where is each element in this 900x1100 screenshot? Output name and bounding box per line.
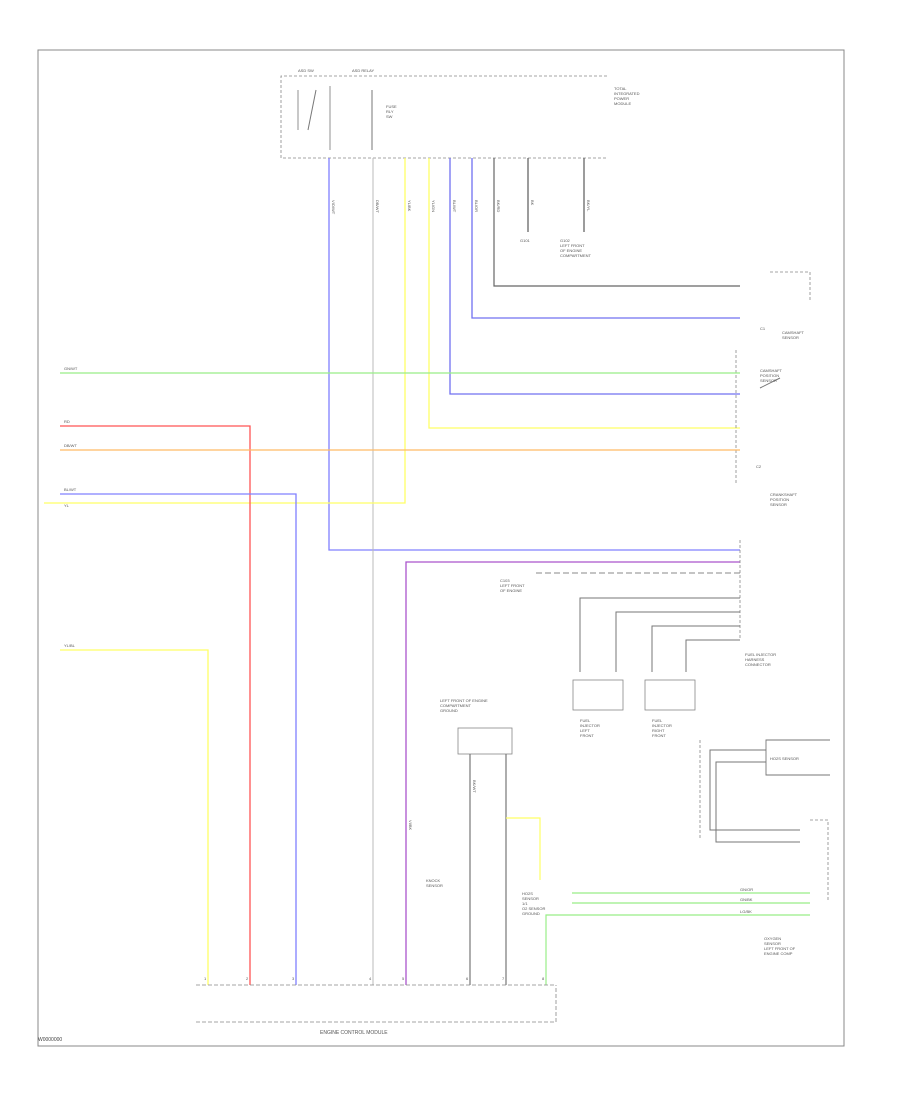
pin-5: 5 [402, 976, 405, 981]
wire-green-c-tag: GN/BK [740, 897, 753, 902]
wire-green-b-tag: GN/OR [740, 887, 753, 892]
engine-control-module: ENGINE CONTROL MODULE [196, 984, 557, 1036]
wire-black-b-tag: BK/WT [472, 780, 477, 793]
fuel-injector-left [572, 679, 624, 711]
wire-injector-b2 [685, 639, 740, 672]
o2-sensor-outline [810, 819, 829, 900]
wire-ground-tag: BK [530, 200, 535, 206]
top-switch-a [307, 89, 317, 131]
pin-4: 4 [369, 976, 372, 981]
camshaft-sensor-outline [770, 271, 811, 300]
wire-yellow-c [60, 649, 209, 985]
wire-yellow-d-label: YL/BL [64, 643, 76, 648]
wire-red-label: RD [64, 419, 70, 424]
pcm-bottom-border [196, 985, 557, 1023]
fuel-injector-right [644, 679, 696, 711]
right-conn-a: C1 [760, 326, 766, 331]
wire-injector-a2 [615, 611, 740, 672]
wire-ho2s-a [709, 749, 800, 831]
wire-blue-c-label: BL/WT [64, 487, 77, 492]
wire-injector-a1 [579, 597, 740, 672]
wire-yellow-a [44, 158, 406, 504]
wire-purple [405, 561, 740, 985]
wire-ho2s-b [715, 761, 800, 843]
top-block-outline [280, 75, 607, 159]
top-switch-a-label: ASD SW [298, 68, 314, 73]
wire-green-label: GN/WT [64, 366, 78, 371]
ho2s-sensor-bracket [765, 739, 830, 776]
pin-1: 1 [204, 976, 207, 981]
wire-red [60, 425, 251, 985]
wire-yellow-a-tag: YL/BK [407, 200, 412, 212]
pin-8: 8 [542, 976, 545, 981]
ground-a-label: G101 [520, 238, 531, 243]
right-switch-blade [759, 377, 781, 389]
wire-injector-b1 [651, 625, 740, 672]
wire-tag-group: VIO/WT DB/WT YL/BK YL/GN BL/WT BL/OR BK/… [331, 200, 753, 914]
page-id: W0000000 [38, 1037, 63, 1043]
wire-violet-tag: VIO/WT [331, 200, 336, 215]
wire-orange-label: DB/WT [64, 443, 77, 448]
wire-green-d-tag: LG/BK [740, 909, 752, 914]
left-wire-group: GN/WT RD DB/WT BL/WT YL YL/BL [60, 366, 740, 985]
wire-blue-c [60, 493, 297, 985]
pin-7: 7 [502, 976, 505, 981]
wire-blue-a-tag: BL/WT [452, 200, 457, 213]
wire-yellow-b [428, 158, 740, 429]
wire-black-a-tag: BK/RD [496, 200, 501, 212]
pin-2: 2 [246, 976, 249, 981]
wire-knock-yellow [506, 817, 541, 880]
wire-green-d [545, 914, 810, 985]
pcm-pins: 1 2 3 4 5 6 7 8 [204, 976, 545, 981]
wire-violet [328, 158, 740, 551]
wire-blue-a [449, 158, 740, 395]
wire-ground-b-tag: BK/YL [586, 200, 591, 212]
wire-yellow-b-tag: YL/GN [431, 200, 436, 212]
wire-blue-b [471, 158, 740, 319]
knock-sensor-box [457, 727, 513, 755]
pcm-label: ENGINE CONTROL MODULE [320, 1030, 388, 1036]
wire-yellow-c-label: YL [64, 503, 70, 508]
right-conn-b: C2 [756, 464, 762, 469]
page-frame [37, 49, 845, 1047]
top-switch-b-label: ASD RELAY [352, 68, 374, 73]
wire-black-a [493, 158, 740, 287]
pin-3: 3 [292, 976, 295, 981]
wire-purple-tag: VI/BK [408, 820, 413, 831]
pin-6: 6 [466, 976, 469, 981]
wire-orange-tag: DB/WT [375, 200, 380, 213]
pcm-right-label: HO2S SENSOR [770, 756, 799, 761]
wire-blue-b-tag: BL/OR [474, 200, 479, 212]
